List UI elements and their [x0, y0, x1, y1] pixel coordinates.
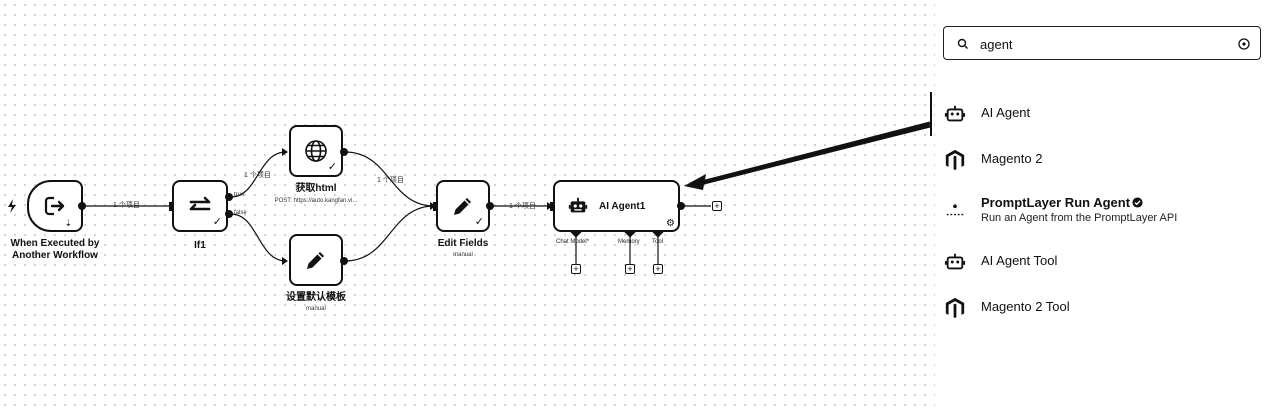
- edit-fields-input-port[interactable]: [433, 202, 436, 211]
- robot-icon: [944, 105, 966, 122]
- if-input-port[interactable]: [169, 202, 172, 211]
- if-false-port[interactable]: [225, 210, 233, 218]
- trigger-label: When Executed by Another Workflow: [5, 238, 105, 262]
- result-title: Magento 2: [981, 151, 1043, 166]
- set-default-output-port[interactable]: [340, 257, 348, 265]
- agent-label: AI Agent1: [599, 200, 646, 212]
- result-title: PromptLayer Run Agent: [981, 195, 1131, 210]
- connection-http-edit: [344, 151, 435, 207]
- trigger-label-line2: Another Workflow: [12, 250, 98, 261]
- result-title: Magento 2 Tool: [981, 299, 1070, 314]
- promptlayer-icon: [946, 204, 964, 216]
- chat-model-label: Chat Model*: [556, 239, 590, 245]
- connection-set-edit: [344, 205, 435, 262]
- result-item-ai-agent-tool[interactable]: AI Agent Tool: [935, 240, 1280, 280]
- drag-arrow: [689, 121, 931, 187]
- node-search-box[interactable]: [943, 26, 1261, 60]
- trigger-output-port[interactable]: [78, 202, 86, 210]
- add-chat-model-button[interactable]: +: [571, 264, 581, 274]
- verified-badge-icon: [1132, 197, 1143, 208]
- if-true-port[interactable]: [225, 193, 233, 201]
- add-node-after-agent-button[interactable]: +: [712, 201, 722, 211]
- set-default-subtitle: manual: [306, 306, 326, 312]
- search-input[interactable]: [978, 35, 1222, 53]
- http-label: 获取html: [295, 183, 337, 194]
- edit-fields-label: Edit Fields: [437, 238, 489, 249]
- result-item-magento-2[interactable]: Magento 2: [935, 138, 1280, 178]
- set-default-label: 设置默认模板: [286, 292, 346, 303]
- if-false-label: false: [234, 210, 247, 216]
- set-default-template-node[interactable]: [289, 234, 343, 286]
- pencil-icon: [454, 198, 471, 215]
- sign-in-arrow-icon: [44, 196, 66, 216]
- edit-fields-subtitle: manual: [453, 252, 473, 258]
- settings-gear-icon[interactable]: ⚙: [666, 218, 675, 229]
- add-memory-button[interactable]: +: [625, 264, 635, 274]
- robot-icon: [944, 253, 966, 270]
- globe-icon: [305, 140, 327, 162]
- lightning-icon: [8, 199, 16, 213]
- edit-fields-output-port[interactable]: [486, 202, 494, 210]
- success-check-icon: ✓: [212, 215, 222, 228]
- edit-fields-node[interactable]: ✓: [436, 180, 490, 232]
- connection-if-set: [230, 213, 287, 262]
- result-item-promptlayer-run-agent[interactable]: PromptLayer Run Agent Run an Agent from …: [935, 182, 1280, 230]
- magento-icon: [945, 149, 965, 171]
- robot-icon: [568, 197, 588, 213]
- clear-search-icon[interactable]: [1238, 38, 1250, 50]
- http-subtitle: POST: https://auto.kangfan.vi...: [274, 198, 358, 204]
- branch-icon: [189, 196, 211, 211]
- tool-label: Tool: [652, 239, 664, 245]
- http-output-port[interactable]: [340, 148, 348, 156]
- edge-label-trigger-if: 1 个项目: [113, 202, 140, 209]
- result-description: Run an Agent from the PromptLayer API: [981, 212, 1178, 224]
- memory-label: Memory: [618, 239, 640, 245]
- if-label: If1: [194, 240, 206, 251]
- agent-input-port[interactable]: [550, 202, 553, 211]
- ai-agent-node[interactable]: AI Agent1 ⚙: [553, 180, 680, 232]
- edge-label-edit-agent: 1 个项目: [509, 203, 536, 210]
- magento-icon: [945, 297, 965, 319]
- result-title: AI Agent: [981, 105, 1031, 120]
- if-true-label: true: [234, 192, 245, 198]
- add-tool-button[interactable]: +: [653, 264, 663, 274]
- edge-label-http-edit: 1 个项目: [377, 177, 404, 184]
- result-item-magento-2-tool[interactable]: Magento 2 Tool: [935, 286, 1280, 326]
- trigger-label-line1: When Executed by: [10, 238, 100, 249]
- success-check-icon: ✓: [474, 215, 484, 228]
- node-search-panel: AI Agent Magento 2 PromptLayer Run Agent…: [930, 0, 1280, 412]
- connection-if-http: [230, 151, 287, 198]
- edge-label-if-http: 1 个项目: [244, 172, 271, 179]
- search-icon: [957, 38, 968, 49]
- workflow-canvas[interactable]: ⇣ When Executed by Another Workflow 1 个项…: [0, 0, 935, 412]
- agent-output-port[interactable]: [677, 202, 685, 210]
- trigger-node[interactable]: ⇣: [27, 180, 83, 232]
- result-item-ai-agent[interactable]: AI Agent: [930, 92, 1280, 136]
- pencil-icon: [307, 252, 324, 269]
- success-check-icon: ✓: [327, 160, 337, 173]
- if-node[interactable]: ✓: [172, 180, 228, 232]
- result-title: AI Agent Tool: [981, 253, 1058, 268]
- http-request-node[interactable]: ✓: [289, 125, 343, 177]
- pin-icon: ⇣: [64, 218, 72, 228]
- selection-indicator: [930, 92, 932, 136]
